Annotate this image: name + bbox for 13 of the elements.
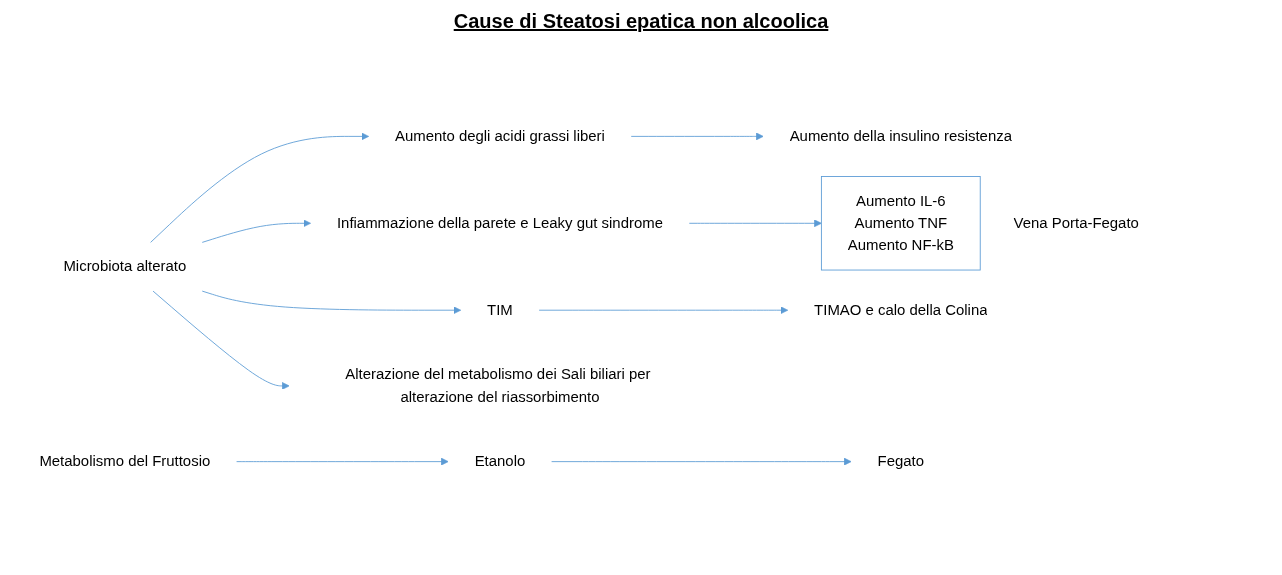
node-label: Vena Porta-Fegato — [1013, 215, 1139, 232]
node-text: Etanolo — [474, 453, 526, 471]
diagram-title: Cause di Steatosi epatica non alcoolica — [452, 10, 830, 33]
node-text: TIMAO e calo della Colina — [814, 302, 988, 319]
node-text: TIM — [487, 302, 513, 319]
node-text: Aumento della insulino resistenza — [789, 128, 1012, 145]
node-text: Fegato — [877, 453, 925, 471]
node-box: Aumento IL-6 Aumento TNF Aumento NF-kB — [820, 176, 981, 271]
node-text: Aumento degli acidi grassi liberi — [395, 128, 605, 145]
node-text: Infiammazione della parete e Leaky gut sindrome — [336, 215, 663, 232]
node-text: Alterazione del metabolismo dei Sali biliari per alterazione del riassorbimento — [345, 366, 651, 406]
node-text: Microbiota alterato — [63, 258, 187, 276]
node-text: Metabolismo del Fruttosio — [39, 453, 211, 471]
